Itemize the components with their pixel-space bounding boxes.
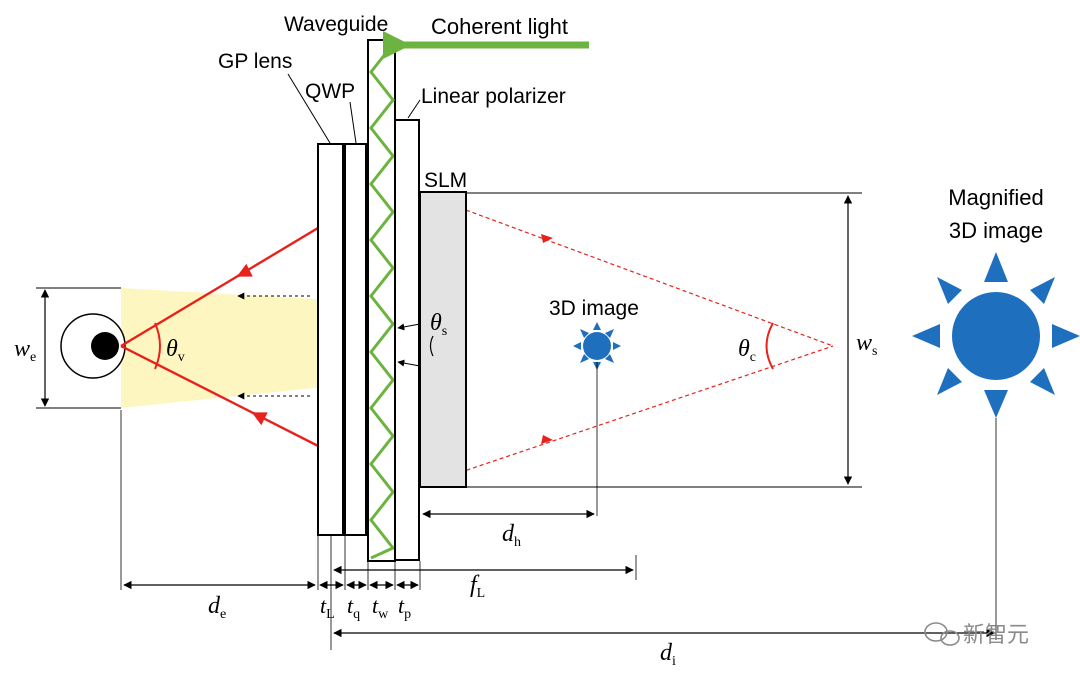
linear-polarizer-label: Linear polarizer (421, 85, 566, 108)
virtual-ray-arrow-upper (541, 234, 553, 243)
tp-symbol: tp (398, 593, 411, 622)
fl-symbol: fL (470, 572, 485, 601)
qwp-leader (349, 101, 357, 144)
theta-s-arrows (397, 323, 434, 367)
linear-polarizer-leader (407, 99, 421, 119)
theta-c-symbol: θc (738, 336, 756, 365)
waveguide-zigzag (369, 43, 396, 560)
coherent-light-label: Coherent light (431, 14, 568, 39)
virtual-rays (419, 192, 834, 487)
theta-s-symbol: θs (430, 310, 447, 339)
extension-lines (120, 362, 997, 650)
tw-symbol: tw (372, 593, 389, 622)
linear-polarizer-plate (394, 119, 420, 561)
viewing-zone-arrows (237, 292, 310, 400)
sun-icon-magnified (912, 252, 1080, 418)
theta-c-arc (765, 322, 774, 370)
image-3d-label: 3D image (549, 297, 639, 320)
dh-symbol: dh (502, 521, 521, 550)
magnified-label-line2: 3D image (949, 218, 1043, 243)
we-symbol: we (14, 336, 36, 365)
de-symbol: de (208, 593, 226, 622)
sun-icon-small (573, 322, 621, 370)
tl-symbol: tL (320, 593, 335, 622)
slm-label: SLM (424, 169, 467, 192)
we-dimension (36, 287, 121, 409)
waveguide-label: Waveguide (284, 13, 388, 36)
watermark-logo-icon (924, 622, 960, 646)
gp-lens-leader (287, 73, 331, 144)
qwp-plate (344, 143, 367, 536)
theta-v-symbol: θv (166, 336, 185, 365)
slm-panel (419, 191, 467, 488)
virtual-ray-arrow-lower (541, 435, 553, 444)
ws-symbol: ws (856, 330, 877, 359)
qwp-label: QWP (305, 80, 355, 103)
gp-lens-plate (317, 143, 344, 536)
waveguide-plate (367, 39, 396, 562)
magnified-label-line1: Magnified (948, 185, 1043, 210)
ws-dimension (466, 192, 862, 488)
watermark-text: 新智元 (963, 623, 1029, 648)
tq-symbol: tq (347, 593, 360, 622)
eye-icon (60, 313, 126, 379)
di-symbol: di (660, 640, 676, 669)
gp-lens-label: GP lens (218, 50, 292, 73)
